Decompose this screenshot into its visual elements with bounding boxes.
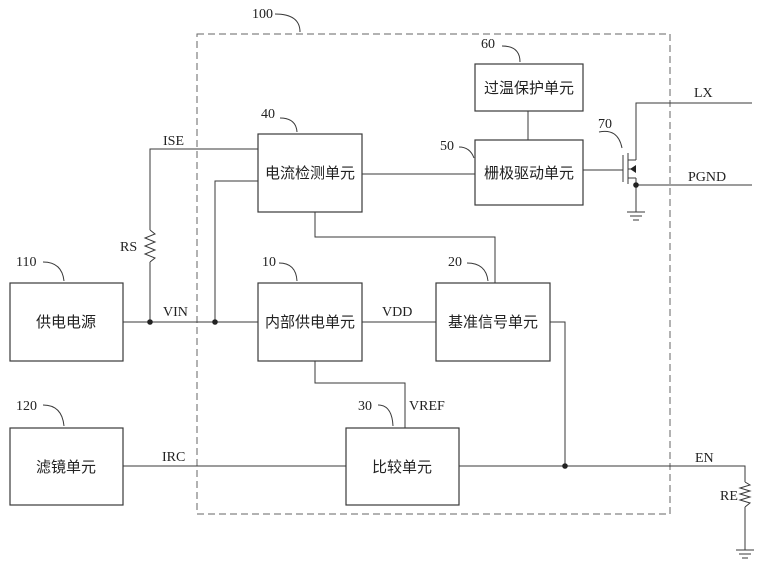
vin-label: VIN [163, 305, 188, 320]
reference-to-en-wire [550, 321, 566, 466]
reference-block [435, 282, 551, 362]
gate-driver-block [474, 139, 584, 206]
vin-to-current-wire [214, 180, 258, 322]
supply-block [9, 282, 124, 362]
current-detect-label: 电流检测单元 [265, 164, 355, 182]
supply-ref-leader [42, 261, 65, 282]
reference-label: 基准信号单元 [448, 313, 538, 331]
vin-tap-dot [212, 319, 218, 325]
re-label: RE [720, 489, 738, 504]
reference-ref: 20 [448, 255, 462, 270]
current-detect-block [257, 133, 363, 213]
mosfet-ref-leader [598, 130, 623, 149]
compare-label: 比较单元 [372, 458, 432, 476]
filter-ref: 120 [16, 399, 37, 414]
gate-ref-leader [458, 146, 475, 159]
en-wire [459, 465, 746, 482]
internal-supply-block [257, 282, 363, 362]
internal-ref: 10 [262, 255, 276, 270]
supply-label: 供电电源 [36, 313, 96, 331]
compare-ref: 30 [358, 399, 372, 414]
current-ref-leader [279, 117, 298, 133]
lx-wire [635, 102, 752, 160]
mosfet-ref: 70 [598, 117, 612, 132]
system-ref-leader [274, 13, 301, 33]
mosfet-ground-icon [627, 211, 645, 221]
ise-label: ISE [163, 134, 184, 149]
compare-block [345, 427, 460, 506]
rs-label: RS [120, 240, 137, 255]
overtemp-block [474, 63, 584, 112]
lx-label: LX [694, 86, 713, 101]
filter-label: 滤镜单元 [36, 458, 96, 476]
en-junction-dot [562, 463, 568, 469]
pgnd-junction-dot [633, 182, 639, 188]
filter-block [9, 427, 124, 506]
mosfet-icon [622, 153, 636, 184]
compare-ref-leader [377, 404, 394, 427]
gate-ref: 50 [440, 139, 454, 154]
en-label: EN [695, 451, 714, 466]
rs-resistor-icon [143, 229, 157, 263]
gate-driver-label: 栅极驱动单元 [484, 164, 574, 182]
vdd-label: VDD [382, 305, 412, 320]
vref-label: VREF [409, 399, 445, 414]
pgnd-label: PGND [688, 170, 726, 185]
internal-ref-leader [278, 262, 298, 282]
re-resistor-icon [738, 481, 752, 508]
re-ground-icon [736, 549, 754, 559]
overtemp-ref: 60 [481, 37, 495, 52]
vin-junction-dot [147, 319, 153, 325]
filter-ref-leader [42, 404, 65, 427]
internal-supply-label: 内部供电单元 [265, 313, 355, 331]
current-to-reference-wire [314, 212, 496, 283]
system-boundary [196, 33, 671, 515]
overtemp-label: 过温保护单元 [484, 79, 574, 97]
overtemp-ref-leader [501, 45, 521, 63]
reference-ref-leader [466, 262, 489, 282]
system-ref: 100 [252, 7, 273, 22]
current-ref: 40 [261, 107, 275, 122]
supply-ref: 110 [16, 255, 36, 270]
irc-label: IRC [162, 450, 185, 465]
ise-wire [149, 148, 258, 230]
vref-wire [314, 361, 406, 428]
